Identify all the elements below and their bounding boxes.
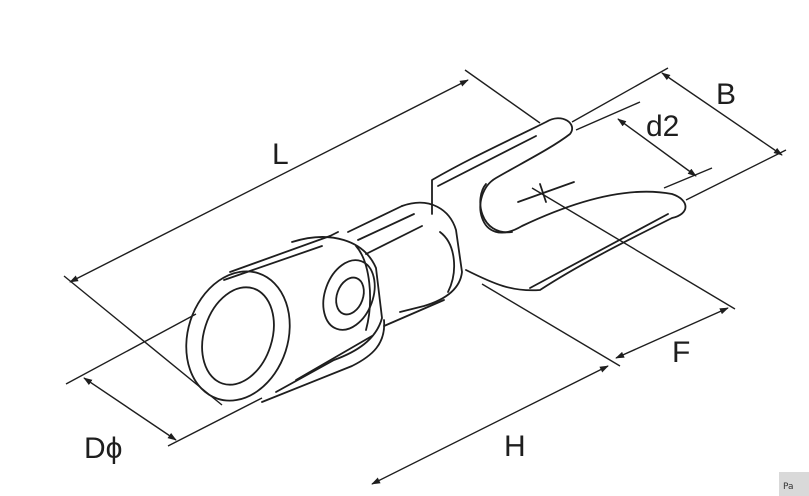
dimension-l <box>63 69 541 406</box>
barrel-front-inner <box>201 286 275 386</box>
label-d2: d2 <box>646 110 679 143</box>
label-l: L <box>272 138 289 171</box>
label-f: F <box>672 336 690 369</box>
collar-ring-outer <box>322 259 376 331</box>
barrel-body <box>229 235 385 403</box>
terminal-body <box>185 117 687 403</box>
dimension-d <box>65 313 263 447</box>
label-d: Dϕ <box>84 432 122 465</box>
collar-ring-inner <box>335 276 365 316</box>
spade-fork <box>431 117 687 292</box>
label-b: B <box>716 78 736 111</box>
dimension-d2 <box>575 101 713 189</box>
dimension-h <box>371 283 621 485</box>
terminal-neck <box>399 201 463 313</box>
corner-tag: Pa <box>779 472 809 496</box>
stud-centre-mark <box>517 181 575 203</box>
dimension-b <box>571 67 787 201</box>
barrel-front-outer <box>185 270 291 402</box>
label-h: H <box>504 430 526 463</box>
